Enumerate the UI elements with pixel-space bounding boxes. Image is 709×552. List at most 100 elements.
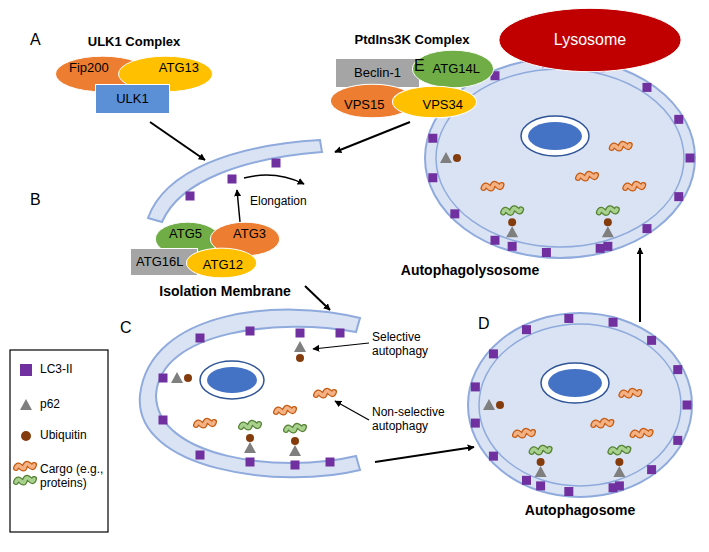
lc3-square: [609, 318, 618, 327]
protein-name: ATG14L: [433, 62, 480, 77]
ubiquitin-dot: [496, 401, 504, 409]
cargo: [593, 421, 611, 426]
protein-name: Fip200: [69, 61, 109, 76]
cargo: [286, 426, 304, 431]
cargo: [612, 144, 630, 149]
panel-letter: D: [478, 314, 490, 333]
annotation: ULK1 Complex: [88, 34, 180, 50]
ubiquitin-dot: [246, 434, 254, 442]
lc3-square: [647, 336, 656, 345]
legend-text: p62: [40, 397, 104, 411]
cargo: [241, 423, 259, 428]
protein-name: ATG13: [159, 61, 199, 76]
vesicle: [468, 313, 692, 497]
lc3-square: [326, 458, 335, 467]
lc3-square: [674, 192, 683, 201]
panel-letter: E: [414, 56, 425, 75]
lc3-square: [522, 325, 531, 334]
cargo: [515, 431, 533, 436]
protein-name: VPS34: [423, 98, 463, 113]
protein-name: ATG16L: [136, 255, 183, 270]
p62-triangle: [602, 226, 614, 237]
lc3-square: [272, 159, 281, 168]
protein-name: ATG3: [233, 227, 266, 242]
p62-triangle: [506, 226, 518, 237]
lc3-square: [246, 458, 255, 467]
lc3-square: [246, 327, 255, 336]
protein-name: ATG12: [203, 258, 243, 273]
ubiquitin-dot: [508, 218, 516, 226]
cargo: [276, 408, 294, 413]
legend-swatch: [21, 431, 31, 441]
p62-triangle: [613, 466, 625, 477]
legend-box: [10, 350, 108, 532]
lc3-square: [564, 487, 573, 496]
nucleus: [548, 369, 602, 397]
lc3-square: [642, 83, 651, 92]
leader-line: [335, 401, 369, 420]
vesicle-contents: [16, 58, 695, 497]
lc3-square: [471, 419, 480, 428]
isolation-membrane: [148, 140, 322, 222]
cargo: [621, 391, 639, 396]
cargo: [241, 423, 259, 428]
lc3-square: [542, 248, 551, 257]
lc3-square: [522, 476, 531, 485]
annotation: Elongation: [250, 194, 307, 208]
p62-triangle: [483, 399, 495, 410]
annotation: Non-selective autophagy: [372, 405, 454, 434]
panel-letter: B: [30, 190, 41, 209]
cargo: [286, 426, 304, 431]
lc3-square: [642, 224, 651, 233]
protein-ellipse: ATG12: [186, 248, 257, 278]
protein-ellipse: VPS34: [392, 86, 477, 118]
p62-triangle: [535, 466, 547, 477]
flow-arrow: [639, 248, 641, 322]
nucleus: [200, 361, 264, 399]
protein-name: VPS15: [344, 98, 384, 113]
cargo: [484, 184, 502, 189]
ubiquitin-dot: [184, 374, 192, 382]
lc3-square: [673, 436, 682, 445]
lc3-square: [491, 236, 500, 245]
lc3-square: [673, 365, 682, 374]
lc3-square: [336, 329, 345, 338]
ubiquitin-dot: [296, 354, 304, 362]
p62-triangle: [20, 399, 32, 410]
phagophore: [140, 310, 360, 478]
cargo: [484, 184, 502, 189]
lc3-square: [564, 314, 573, 323]
cargo: [503, 208, 521, 213]
legend-text: LC3-II: [40, 362, 104, 376]
cargo: [578, 174, 596, 179]
lc3-square: [508, 242, 517, 251]
ubiquitin-dot: [291, 437, 299, 445]
protein-name: Beclin-1: [354, 66, 401, 81]
legend-text: Ubiquitin: [40, 428, 104, 442]
ubiquitin-dot: [453, 154, 461, 162]
flow-arrow: [150, 122, 205, 160]
flow-arrow: [305, 286, 330, 310]
protein-box: ULK1: [95, 84, 170, 114]
cargo: [16, 478, 34, 483]
lc3-square: [603, 242, 612, 251]
ubiquitin-dot: [537, 458, 545, 466]
cargo: [625, 184, 643, 189]
lc3-square: [674, 115, 683, 124]
nucleus: [207, 367, 257, 393]
protein-box: Beclin-1: [335, 58, 420, 88]
lc3-square: [228, 175, 237, 184]
cargo: [593, 421, 611, 426]
cargo: [532, 448, 550, 453]
lc3-square: [596, 244, 605, 253]
elongation-arrow: [244, 175, 304, 184]
cargo: [16, 478, 34, 483]
annotation: Isolation Membrane: [159, 283, 290, 300]
lc3-square: [196, 334, 205, 343]
cargo: [515, 431, 533, 436]
lc3-square: [428, 173, 437, 182]
vesicle: [479, 324, 681, 486]
lc3-square: [291, 461, 300, 470]
cargo: [610, 448, 628, 453]
cargo: [621, 391, 639, 396]
